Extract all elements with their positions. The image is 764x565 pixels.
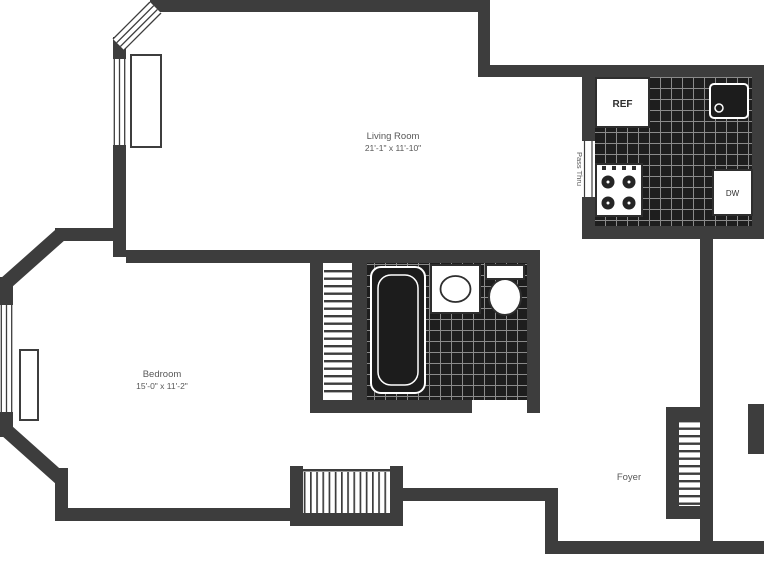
wall-segment bbox=[55, 508, 305, 521]
wall-segment bbox=[582, 77, 595, 143]
refrigerator-box bbox=[595, 77, 650, 128]
bedroom-label: Bedroom bbox=[143, 369, 182, 380]
hall-closet-hatch bbox=[303, 472, 390, 513]
pass-thru-label: Pass Thru bbox=[575, 152, 584, 186]
wall-segment bbox=[527, 263, 540, 413]
living-room-window bbox=[113, 59, 126, 145]
wall-segment bbox=[150, 0, 487, 12]
burner-center bbox=[627, 180, 631, 184]
bedroom-radiator bbox=[19, 349, 39, 421]
wall-segment bbox=[390, 466, 403, 526]
kitchen-sink-basin bbox=[709, 83, 749, 119]
wall-segment bbox=[545, 488, 558, 554]
living-room-dims: 21'-1" x 11'-10" bbox=[365, 143, 421, 153]
stove-box bbox=[595, 163, 643, 217]
wall-segment bbox=[582, 226, 764, 239]
wall-segment bbox=[55, 228, 125, 241]
window-line bbox=[116, 5, 155, 44]
room-labels: Living Room 21'-1" x 11'-10" Bedroom 15'… bbox=[136, 131, 641, 483]
window-line bbox=[112, 1, 151, 40]
wall-segment bbox=[545, 541, 764, 554]
bathtub bbox=[370, 266, 426, 394]
burner-center bbox=[627, 201, 631, 205]
wall-segment bbox=[390, 488, 558, 501]
window-glass bbox=[113, 2, 161, 50]
stove-knob bbox=[602, 166, 606, 170]
wall-segment bbox=[478, 0, 490, 72]
window-line bbox=[123, 12, 162, 51]
wall-segment bbox=[666, 506, 713, 519]
wall-segment bbox=[290, 466, 303, 526]
kitchen-sink-drain bbox=[714, 103, 724, 113]
burner-center bbox=[606, 180, 610, 184]
dishwasher-box bbox=[712, 169, 753, 216]
wall-segment bbox=[752, 65, 764, 239]
living-room-label: Living Room bbox=[367, 131, 420, 142]
toilet-bowl bbox=[488, 278, 522, 316]
wall-segment bbox=[310, 250, 323, 413]
wall-segment bbox=[352, 263, 367, 403]
wall-diagonal bbox=[1, 424, 67, 486]
foyer-label: Foyer bbox=[617, 472, 641, 483]
wall-diagonal bbox=[1, 229, 65, 289]
stove bbox=[595, 163, 643, 217]
bathroom-sink bbox=[430, 264, 481, 314]
closet-door-line bbox=[300, 469, 392, 472]
bathtub-outer bbox=[370, 266, 426, 394]
wall-segment bbox=[700, 226, 713, 550]
toilet bbox=[485, 264, 525, 316]
bedroom-closet-hatch bbox=[324, 268, 352, 396]
bathtub-basin bbox=[377, 274, 419, 386]
dishwasher-label: DW bbox=[726, 189, 740, 198]
refrigerator-label: REF bbox=[613, 99, 633, 110]
wall-segment bbox=[478, 65, 764, 77]
dishwasher: DW bbox=[712, 169, 753, 216]
wall-segment bbox=[0, 277, 13, 307]
wall-segment bbox=[666, 407, 713, 420]
wall-segment bbox=[666, 407, 679, 519]
bedroom-dims: 15'-0" x 11'-2" bbox=[136, 381, 188, 391]
wall-segment bbox=[55, 468, 68, 516]
stove-knob bbox=[612, 166, 616, 170]
stove-knob bbox=[632, 166, 636, 170]
wall-segment bbox=[126, 250, 540, 263]
hall-closet bbox=[300, 469, 392, 513]
corner-bay-window bbox=[112, 1, 162, 51]
bedroom-window bbox=[0, 305, 13, 412]
wall-segment bbox=[290, 513, 403, 526]
living-room-radiator bbox=[130, 54, 162, 148]
foyer-closet-hatch bbox=[679, 420, 700, 506]
pass-thru-opening bbox=[582, 141, 595, 197]
window-line bbox=[119, 8, 158, 47]
stove-knob bbox=[622, 166, 626, 170]
refrigerator: REF bbox=[595, 77, 650, 128]
burner-center bbox=[606, 201, 610, 205]
sink-bowl bbox=[439, 275, 472, 303]
kitchen-sink bbox=[709, 83, 749, 119]
toilet-tank bbox=[485, 264, 525, 280]
wall-segment bbox=[310, 400, 472, 413]
wall-entry-stub bbox=[748, 404, 764, 454]
